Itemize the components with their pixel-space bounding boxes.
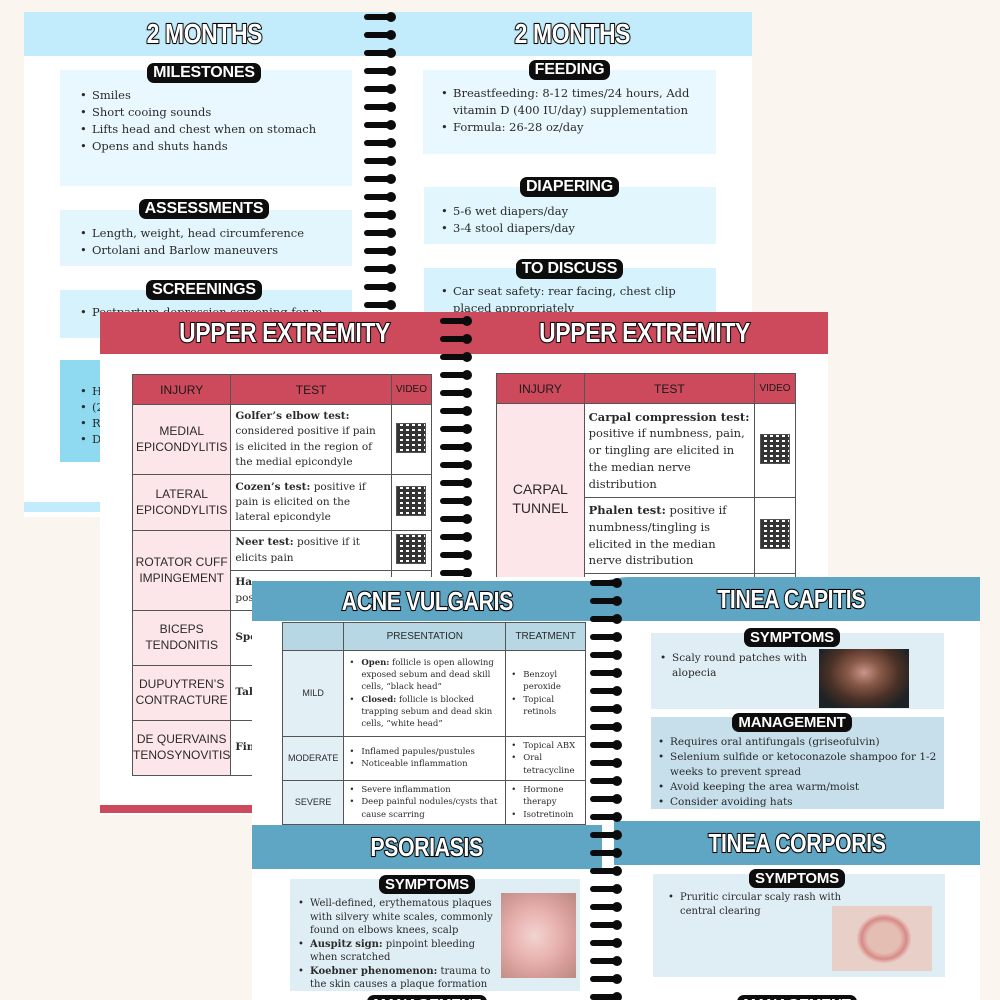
tinea-corporis-banner: TINEA CORPORIS bbox=[614, 821, 980, 865]
diapering-list: 5-6 wet diapers/day 3-4 stool diapers/da… bbox=[441, 203, 575, 237]
section-label: ASSESSMENTS bbox=[138, 199, 270, 220]
spiral-binding-icon bbox=[440, 316, 474, 588]
ps-symptoms-list: Well-defined, erythematous plaques with … bbox=[298, 897, 498, 992]
acne-banner: ACNE VULGARIS bbox=[252, 581, 602, 621]
tc-management-list: Requires oral antifungals (griseofulvin)… bbox=[658, 735, 942, 810]
ringworm-rash-photo bbox=[832, 906, 932, 971]
col-header: INJURY bbox=[131, 374, 232, 405]
psoriasis-banner: PSORIASIS bbox=[252, 825, 602, 869]
section-label: SYMPTOMS bbox=[379, 875, 475, 895]
page-title: ACNE VULGARIS bbox=[341, 585, 514, 617]
tc-symptoms-list: Scaly round patches with alopecia bbox=[660, 651, 810, 681]
to-discuss-list: Car seat safety: rear facing, chest clip… bbox=[441, 283, 691, 317]
feeding-list: Breastfeeding: 8-12 times/24 hours, Add … bbox=[441, 85, 711, 136]
col-header: TREATMENT bbox=[505, 622, 586, 651]
page-title: UPPER EXTREMITY bbox=[178, 316, 391, 349]
acne-table: PRESENTATION TREATMENT MILD Open: follic… bbox=[281, 622, 586, 825]
tinea-capitis-banner: TINEA CAPITIS bbox=[602, 577, 980, 621]
col-header: VIDEO bbox=[390, 374, 433, 405]
section-label: MANAGEMENT bbox=[367, 995, 487, 1000]
col-header: TEST bbox=[230, 374, 392, 405]
psoriasis-plaque-photo bbox=[501, 893, 576, 978]
section-label: FEEDING bbox=[528, 60, 611, 81]
table-row: MEDIAL EPICONDYLITIS Golfer’s elbow test… bbox=[131, 404, 433, 475]
spiral-binding-icon bbox=[364, 12, 398, 314]
qr-code-icon[interactable] bbox=[760, 433, 791, 464]
assessments-list: Length, weight, head circumference Ortol… bbox=[80, 225, 304, 259]
page-title: 2 MONTHS bbox=[513, 17, 630, 50]
ue-left-table: INJURY TEST VIDEO MEDIAL EPICONDYLITIS G… bbox=[131, 374, 433, 776]
page-title: 2 MONTHS bbox=[145, 17, 262, 50]
qr-code-icon[interactable] bbox=[396, 485, 427, 516]
col-header: PRESENTATION bbox=[343, 622, 507, 651]
col-header: TEST bbox=[583, 373, 756, 404]
qr-code-icon[interactable] bbox=[396, 533, 427, 564]
section-label: SYMPTOMS bbox=[749, 869, 845, 889]
milestones-list: Smiles Short cooing sounds Lifts head an… bbox=[80, 87, 316, 155]
section-label: MANAGEMENT bbox=[732, 713, 852, 733]
section-label: DIAPERING bbox=[519, 177, 620, 198]
table-row: LATERAL EPICONDYLITIS Cozen’s test: posi… bbox=[131, 474, 433, 531]
ue-right-table: INJURY TEST VIDEO CARPAL TUNNEL Carpal c… bbox=[496, 373, 796, 594]
page-title: PSORIASIS bbox=[370, 831, 484, 863]
section-label: SYMPTOMS bbox=[744, 628, 840, 648]
page-title: UPPER EXTREMITY bbox=[538, 316, 751, 349]
tcorp-symptoms-list: Pruritic circular scaly rash with centra… bbox=[668, 891, 878, 919]
section-label: MANAGEMENT bbox=[737, 995, 857, 1000]
scalp-lesion-photo bbox=[819, 649, 909, 708]
table-row: Phalen test: positive if numbness/tingli… bbox=[497, 497, 796, 574]
spiral-binding-icon bbox=[590, 578, 624, 1000]
table-row: MILD Open: follicle is open allowing exp… bbox=[281, 650, 586, 737]
qr-code-icon[interactable] bbox=[760, 518, 791, 549]
table-row: ROTATOR CUFF IMPINGEMENT Neer test: posi… bbox=[131, 530, 433, 611]
section-label: SCREENINGS bbox=[146, 280, 262, 301]
page-title: TINEA CORPORIS bbox=[708, 827, 887, 859]
qr-code-icon[interactable] bbox=[396, 422, 427, 453]
section-label: MILESTONES bbox=[147, 63, 261, 84]
section-label: TO DISCUSS bbox=[515, 259, 624, 280]
page-title: TINEA CAPITIS bbox=[716, 583, 866, 615]
col-header: INJURY bbox=[496, 373, 585, 404]
table-row: CARPAL TUNNEL Carpal compression test: p… bbox=[496, 403, 796, 594]
col-header: VIDEO bbox=[754, 373, 796, 404]
table-row: SEVERE Severe inflammation Deep painful … bbox=[281, 779, 586, 825]
table-row: MODERATE Inflamed papules/pustules Notic… bbox=[281, 736, 586, 781]
